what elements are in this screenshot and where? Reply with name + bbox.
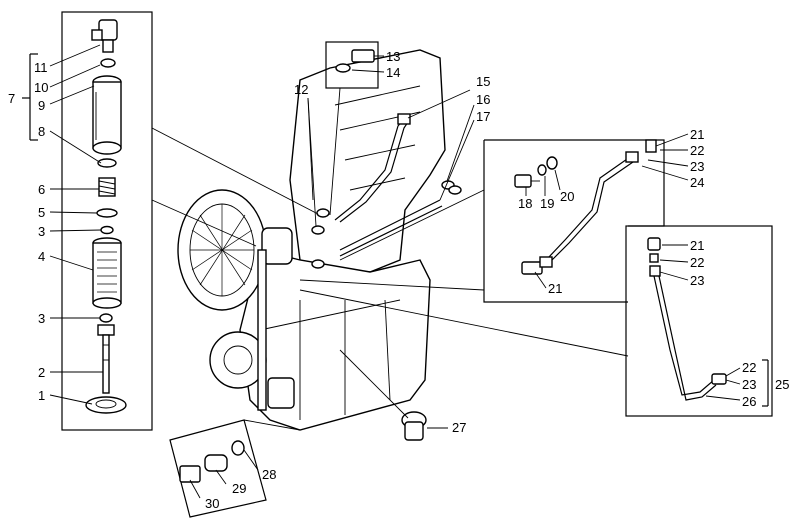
callout-21-lower-left: 21 <box>548 281 562 296</box>
engine-block <box>177 49 446 431</box>
callout-27: 27 <box>452 420 466 435</box>
callout-20: 20 <box>560 189 574 204</box>
filter-canister-part-9 <box>92 75 122 155</box>
callout-9: 9 <box>38 98 45 113</box>
base-plate-part-1 <box>85 396 127 414</box>
callout-22-top: 22 <box>690 143 704 158</box>
callout-15: 15 <box>476 74 490 89</box>
fitting-parts-21-26 <box>625 225 773 417</box>
filter-element-part-4 <box>92 237 122 309</box>
callout-18: 18 <box>518 196 532 211</box>
callout-28: 28 <box>262 467 276 482</box>
callout-12: 12 <box>294 82 308 97</box>
callout-11: 11 <box>34 60 48 75</box>
callout-6: 6 <box>38 182 45 197</box>
callout-30: 30 <box>205 496 219 511</box>
bolt-parts-13-14 <box>325 41 385 216</box>
washer-part-5 <box>96 208 118 218</box>
oil-filter-panel <box>22 11 153 431</box>
callout-22-right: 22 <box>690 255 704 270</box>
drain-parts-28-30 <box>169 419 301 518</box>
sealing-ring-part-10 <box>100 58 116 68</box>
o-ring-part-3-lower <box>99 313 113 323</box>
spring-part-6 <box>98 177 116 197</box>
callout-14: 14 <box>386 65 400 80</box>
callout-7: 7 <box>8 91 15 106</box>
callout-10: 10 <box>34 80 48 95</box>
callout-24: 24 <box>690 175 704 190</box>
callout-23-top: 23 <box>690 159 704 174</box>
callout-2: 2 <box>38 365 45 380</box>
o-ring-part-3-upper <box>100 225 114 235</box>
callout-19: 19 <box>540 196 554 211</box>
callout-21-right: 21 <box>690 238 704 253</box>
center-stud-part-2 <box>97 324 115 394</box>
gasket-part-8 <box>97 158 117 168</box>
elbow-fitting-part-11 <box>91 19 118 53</box>
callout-3-upper: 3 <box>38 224 45 239</box>
fitting-parts-18-24 <box>483 133 689 303</box>
callout-23-bottom: 23 <box>742 377 756 392</box>
callout-4: 4 <box>38 249 45 264</box>
callout-labels: 11 10 7 9 8 6 5 3 4 3 2 1 12 13 14 15 16… <box>8 49 789 511</box>
drain-plug-part-27 <box>339 349 448 441</box>
callout-16: 16 <box>476 92 490 107</box>
callout-1: 1 <box>38 388 45 403</box>
callout-25: 25 <box>775 377 789 392</box>
callout-29: 29 <box>232 481 246 496</box>
callout-22-bottom: 22 <box>742 360 756 375</box>
callout-3-lower: 3 <box>38 311 45 326</box>
callout-8: 8 <box>38 124 45 139</box>
callout-23-right: 23 <box>690 273 704 288</box>
callout-17: 17 <box>476 109 490 124</box>
callout-26: 26 <box>742 394 756 409</box>
callout-21-top: 21 <box>690 127 704 142</box>
callout-13: 13 <box>386 49 400 64</box>
callout-5: 5 <box>38 205 45 220</box>
